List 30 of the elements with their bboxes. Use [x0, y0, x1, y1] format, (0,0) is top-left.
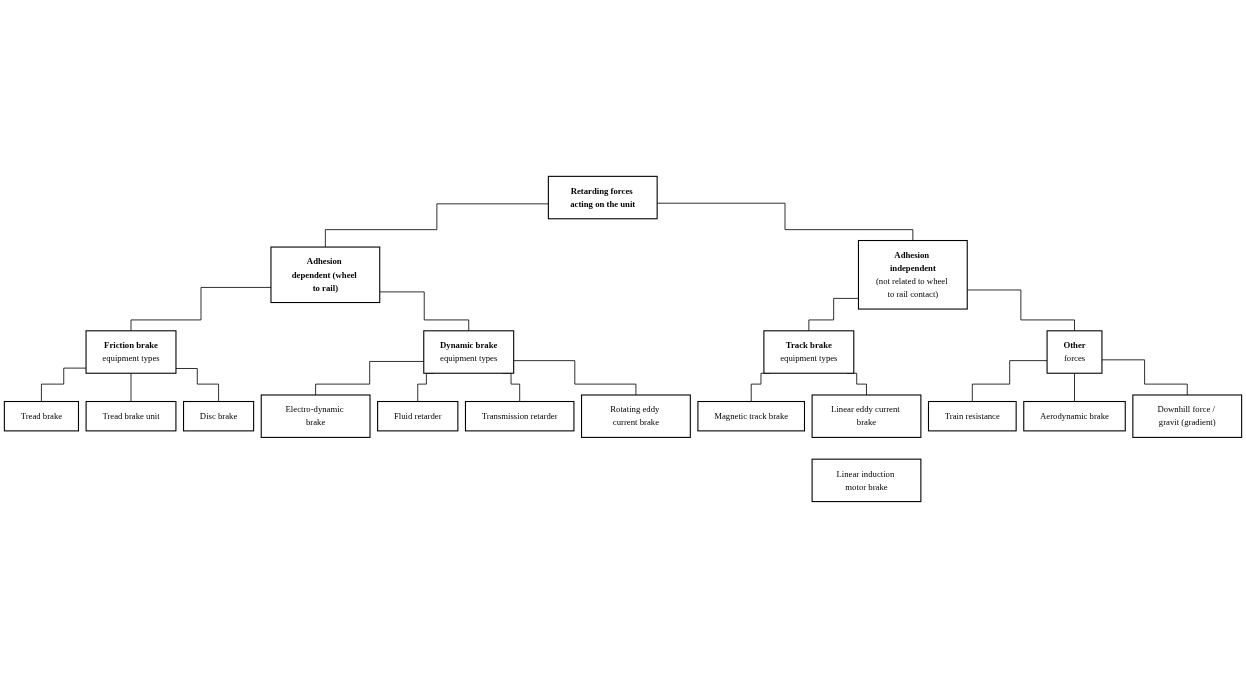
node-box: Disc brake	[183, 401, 255, 432]
node-box: Retarding forces acting on the unit	[547, 175, 658, 220]
connector	[808, 298, 859, 332]
node-box: Downhill force / gravit (gradient)	[1132, 394, 1243, 438]
connector	[513, 360, 637, 396]
node-box: Train resistance	[927, 401, 1017, 432]
node-box: Other forces	[1046, 330, 1103, 374]
node-box: Track brake equipment types	[763, 330, 855, 374]
connector	[130, 372, 132, 402]
node-box: Fluid retarder	[377, 401, 459, 432]
connector	[324, 203, 549, 248]
node-box: Electro-dynamic brake	[260, 394, 371, 438]
connector	[175, 368, 219, 402]
connector	[1074, 372, 1075, 402]
node-box: Aerodynamic brake	[1023, 401, 1126, 432]
node-box: Adhesion dependent (wheel to rail)	[270, 246, 381, 304]
node-box: Linear eddy current brake	[811, 394, 922, 438]
node-box: Friction brake equipment types	[85, 330, 177, 374]
connector	[379, 291, 470, 332]
node-box: Transmission retarder	[464, 401, 575, 432]
connector	[971, 360, 1048, 402]
node-box: Magnetic track brake	[697, 401, 806, 432]
node-box: Tread brake	[3, 401, 80, 432]
node-box: Tread brake unit	[85, 401, 177, 432]
connector	[41, 367, 87, 402]
node-box: Adhesion independent (not related to wheel to rail contact)	[857, 240, 968, 310]
connector	[1101, 359, 1188, 396]
node-box: Rotating eddy current brake	[581, 394, 691, 438]
node-box: Linear induction motor brake	[811, 458, 922, 503]
node-box: Dynamic brake equipment types	[423, 330, 515, 374]
